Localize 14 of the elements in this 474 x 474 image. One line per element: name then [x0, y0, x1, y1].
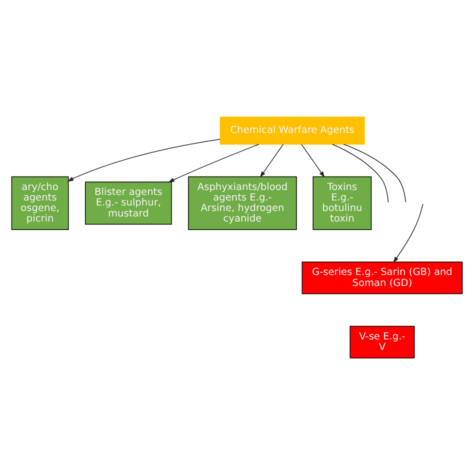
arrow: [67, 138, 220, 182]
node-box: Blister agents E.g.- sulphur, mustard: [84, 181, 172, 224]
arrow: [168, 143, 260, 182]
node-box: Toxins E.g.- botulinu toxin: [312, 176, 372, 230]
arrow: [260, 144, 284, 177]
arrow: [393, 203, 424, 262]
node-box: ary/cho agents osgene, picrin: [11, 176, 69, 230]
connector: [332, 143, 389, 202]
arrow: [301, 144, 325, 177]
node-box: Asphyxiants/blood agents E.g.- Arsine, hydrogen cyanide: [188, 176, 297, 230]
node-box: Chemical Warfare Agents: [220, 116, 365, 144]
connector: [343, 143, 406, 202]
node-box: G-series E.g.- Sarin (GB) and Soman (GD): [302, 261, 463, 294]
node-box: V-se E.g.- V: [350, 325, 415, 358]
